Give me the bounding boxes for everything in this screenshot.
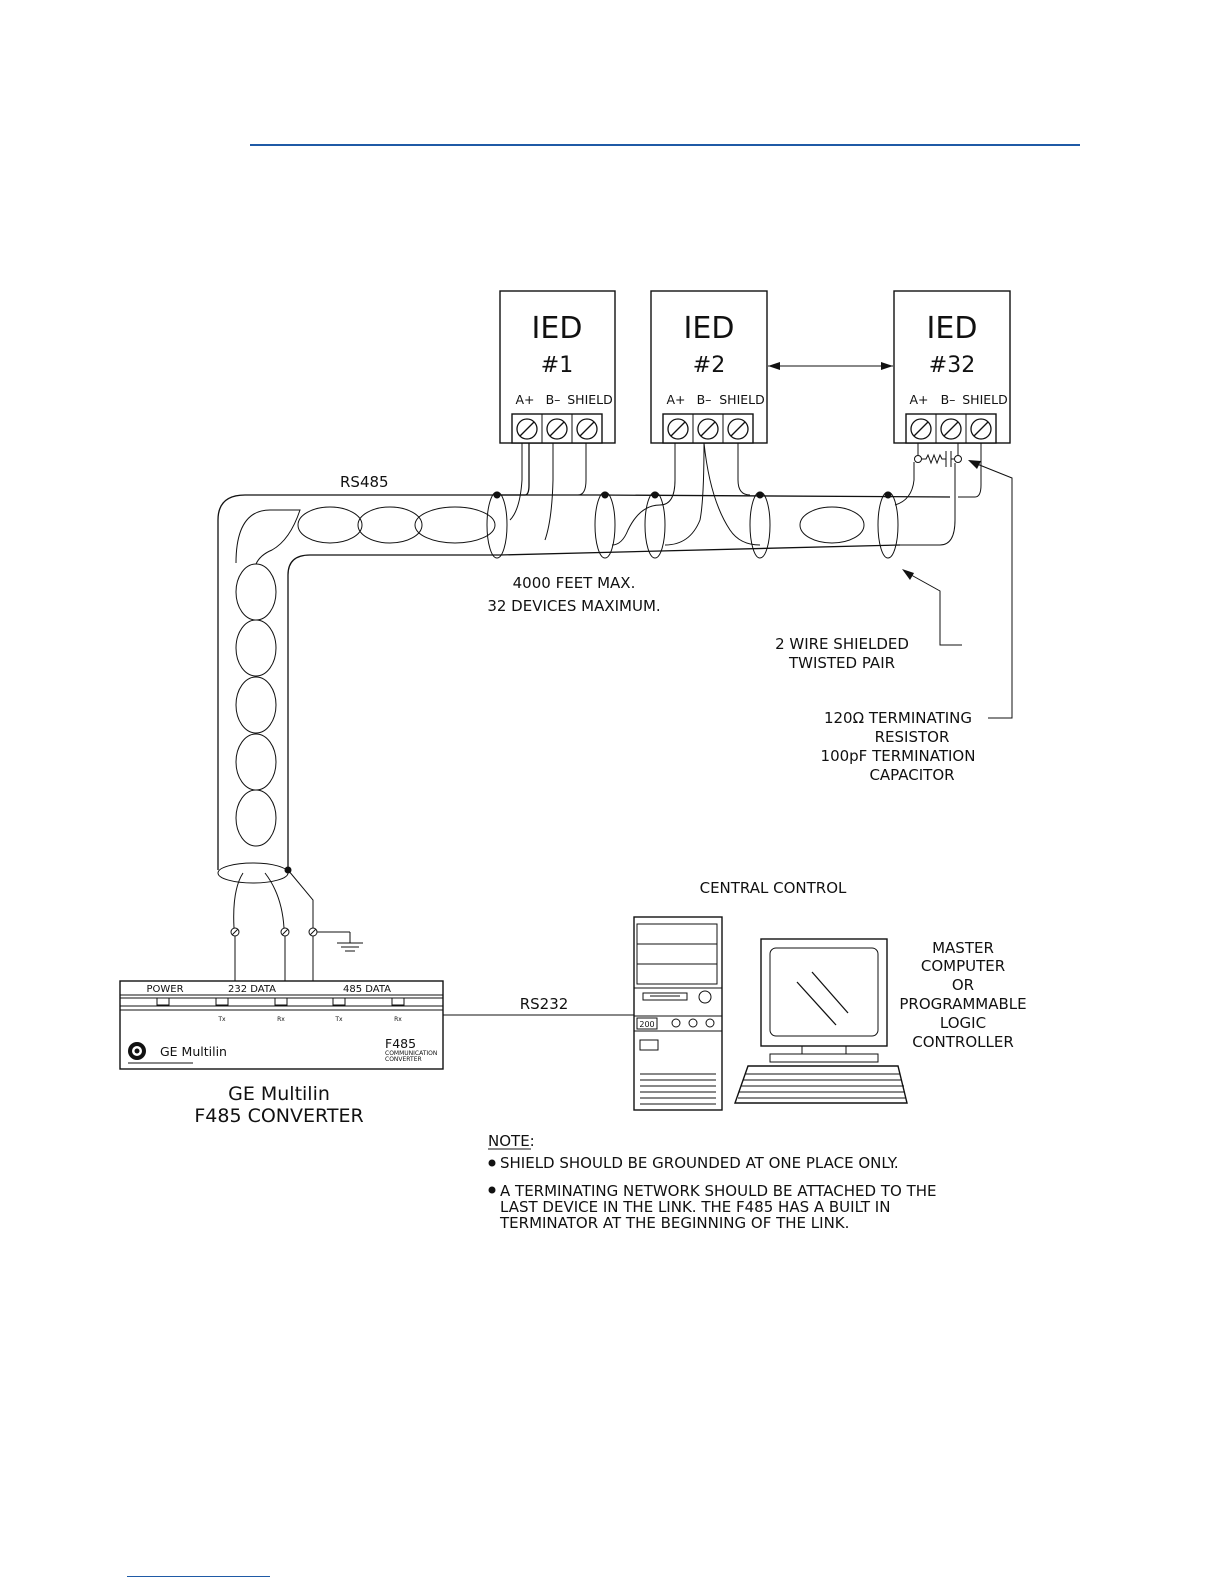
screw-terminal-icon: [516, 418, 538, 440]
note-title: NOTE:: [488, 1132, 535, 1150]
tx-label-232: Tx: [217, 1016, 226, 1023]
screw-terminal-icon: [667, 418, 689, 440]
ied-1-number: #1: [541, 353, 573, 378]
note-bullet-2-line3: TERMINATOR AT THE BEGINNING OF THE LINK.: [499, 1214, 849, 1232]
ied-1-terminal-b: B–: [546, 392, 561, 407]
led-485-tx: [332, 997, 346, 1006]
termination-line4: CAPACITOR: [869, 766, 954, 784]
monitor-icon: [760, 938, 888, 1063]
master-line5: LOGIC: [940, 1014, 986, 1032]
converter-caption-line1: GE Multilin: [228, 1083, 330, 1105]
power-led: [156, 997, 170, 1006]
led-232-tx: [215, 997, 229, 1006]
converter-sub1: COMMUNICATION: [385, 1050, 437, 1057]
terminal-screw-icon: [308, 927, 318, 937]
central-control-label: CENTRAL CONTROL: [700, 879, 847, 897]
ied-2-terminal-b: B–: [697, 392, 712, 407]
screw-terminal-icon: [576, 418, 598, 440]
screw-terminal-icon: [910, 418, 932, 440]
screw-terminal-icon: [940, 418, 962, 440]
bullet-icon: [488, 1186, 496, 1194]
ied-device-32: IED #32 A+ B– SHIELD: [893, 290, 1011, 444]
tx-label-485: Tx: [334, 1016, 343, 1023]
terminal-screw-icon: [280, 927, 290, 937]
ied-32-number: #32: [929, 353, 975, 378]
cable-length-label: 4000 FEET MAX.: [513, 574, 636, 592]
ied-32-terminal-a: A+: [909, 392, 928, 407]
ied-2-name: IED: [684, 311, 735, 346]
ied-1-name: IED: [532, 311, 583, 346]
bullet-icon: [488, 1159, 496, 1167]
master-line6: CONTROLLER: [912, 1033, 1014, 1051]
ied-32-name: IED: [927, 311, 978, 346]
terminating-network-callout: [968, 460, 1013, 719]
led-232-rx: [274, 997, 288, 1006]
ied-device-1: IED #1 A+ B– SHIELD: [499, 290, 616, 444]
rx-label-485: Rx: [394, 1016, 402, 1023]
ied-2-terminal-shield: SHIELD: [719, 392, 765, 407]
master-line4: PROGRAMMABLE: [899, 995, 1026, 1013]
rs485-label: RS485: [340, 473, 389, 491]
notes-block: NOTE: SHIELD SHOULD BE GROUNDED AT ONE P…: [488, 1132, 937, 1232]
screw-terminal-icon: [970, 418, 992, 440]
converter-power-label: POWER: [146, 984, 183, 995]
led-485-rx: [391, 997, 405, 1006]
ied-32-terminal-b: B–: [941, 392, 956, 407]
converter-485-label: 485 DATA: [343, 984, 391, 995]
screw-terminal-icon: [697, 418, 719, 440]
twisted-pair-callout: [902, 569, 962, 646]
converter-model: F485: [385, 1036, 416, 1051]
converter-brand: GE Multilin: [160, 1044, 227, 1059]
converter-sub2: CONVERTER: [385, 1056, 422, 1063]
termination-line1: 120Ω TERMINATING: [824, 709, 972, 727]
f485-converter: POWER 232 DATA 485 DATA Tx Rx Tx Rx GE M…: [119, 980, 444, 1070]
rx-label-232: Rx: [277, 1016, 285, 1023]
converter-232-label: 232 DATA: [228, 984, 276, 995]
rs232-label: RS232: [520, 995, 569, 1013]
screw-terminal-icon: [727, 418, 749, 440]
note-bullet-2-line1: A TERMINATING NETWORK SHOULD BE ATTACHED…: [500, 1182, 937, 1200]
terminal-screw-icon: [230, 927, 240, 937]
ied-2-terminal-a: A+: [666, 392, 685, 407]
screw-terminal-icon: [546, 418, 568, 440]
rs485-cable: [217, 442, 982, 870]
header-rule: [250, 144, 1080, 146]
ied-1-terminal-shield: SHIELD: [567, 392, 613, 407]
ground-icon: [317, 931, 363, 952]
terminating-network-icon: [914, 451, 962, 467]
master-line1: MASTER: [932, 939, 994, 957]
device-continuation-arrow: [768, 362, 893, 370]
termination-line3: 100pF TERMINATION: [821, 747, 976, 765]
ied-32-terminal-shield: SHIELD: [962, 392, 1008, 407]
cable-type-line2: TWISTED PAIR: [788, 654, 895, 672]
converter-caption-line2: F485 CONVERTER: [194, 1105, 363, 1127]
ge-logo-icon: [128, 1042, 146, 1060]
pc-tower-icon: 200: [633, 916, 723, 1111]
ied-1-terminal-a: A+: [515, 392, 534, 407]
master-line3: OR: [952, 976, 974, 994]
termination-line2: RESISTOR: [875, 728, 950, 746]
ied-2-number: #2: [693, 353, 725, 378]
pc-badge: 200: [639, 1020, 654, 1029]
cable-termination-at-converter: [217, 862, 363, 982]
master-line2: COMPUTER: [921, 957, 1005, 975]
device-count-label: 32 DEVICES MAXIMUM.: [487, 597, 660, 615]
cable-type-line1: 2 WIRE SHIELDED: [775, 635, 909, 653]
footer-link-underline: [127, 1576, 270, 1577]
note-bullet-1: SHIELD SHOULD BE GROUNDED AT ONE PLACE O…: [500, 1154, 899, 1172]
note-bullet-2-line2: LAST DEVICE IN THE LINK. THE F485 HAS A …: [500, 1198, 890, 1216]
ied-device-2: IED #2 A+ B– SHIELD: [650, 290, 768, 444]
keyboard-icon: [734, 1065, 908, 1104]
